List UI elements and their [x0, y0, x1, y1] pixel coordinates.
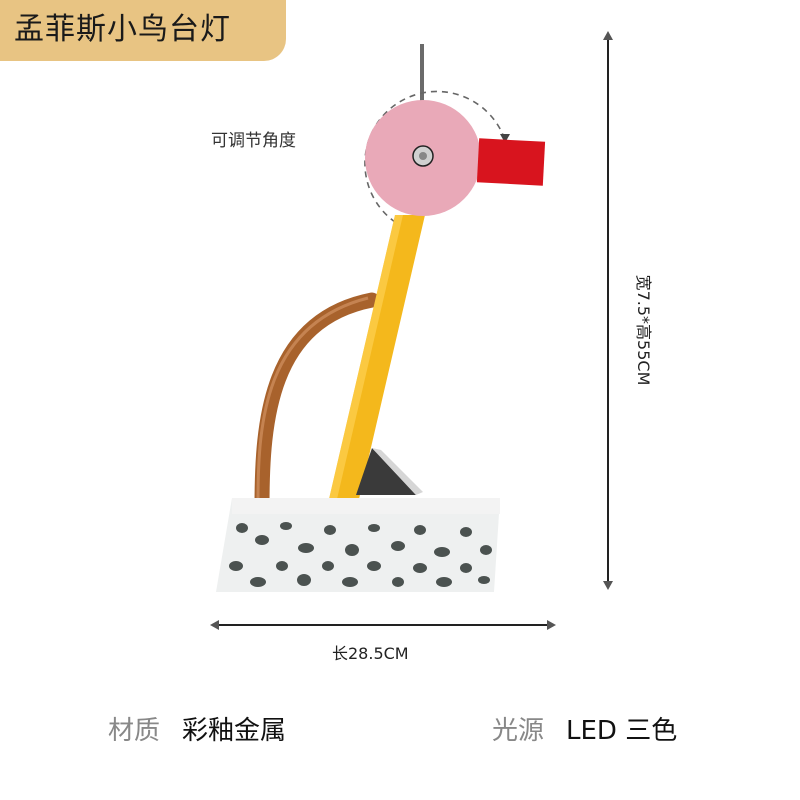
- spec-label: 光源: [492, 716, 545, 746]
- spec-value: 彩釉金属: [182, 716, 287, 746]
- height-dimension-label: 宽7.5*高55CM: [634, 274, 653, 386]
- adjustable-angle-label: 可调节角度: [211, 131, 296, 151]
- spec-material: 材质彩釉金属: [108, 710, 286, 747]
- height-dimension-line: [603, 31, 613, 590]
- spec-value: LED 三色: [566, 716, 678, 746]
- length-dimension-label: 长28.5CM: [332, 644, 409, 663]
- title-banner: 孟菲斯小鸟台灯: [0, 0, 286, 61]
- page-title: 孟菲斯小鸟台灯: [14, 12, 231, 47]
- length-dimension-line: [210, 620, 556, 630]
- spec-light-source: 光源 LED 三色: [492, 710, 677, 747]
- spec-label: 材质: [108, 716, 161, 746]
